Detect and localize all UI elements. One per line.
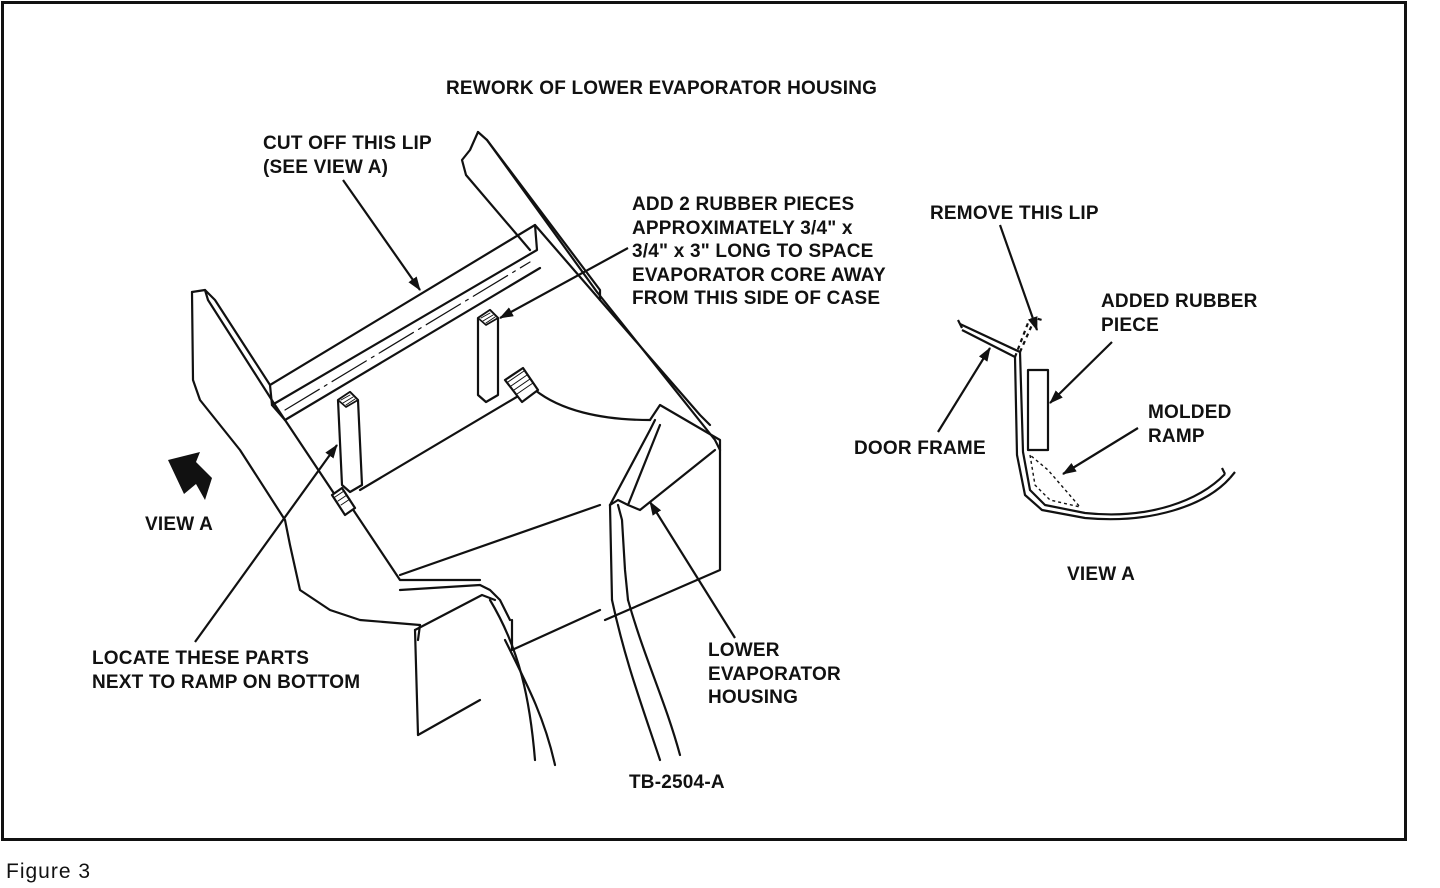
molded-ramp-label: MOLDED RAMP [1148, 402, 1232, 447]
door-frame-label: DOOR FRAME [854, 438, 986, 459]
drawing-number: TB-2504-A [629, 772, 725, 793]
add-rubber-label: ADD 2 RUBBER PIECES APPROXIMATELY 3/4" x… [632, 194, 886, 309]
remove-lip-label: REMOVE THIS LIP [930, 203, 1099, 224]
view-a-arrow-label: VIEW A [145, 514, 214, 535]
lower-housing-label: LOWER EVAPORATOR HOUSING [708, 640, 841, 708]
view-a-arrow-icon [168, 452, 212, 500]
added-rubber-label: ADDED RUBBER PIECE [1101, 291, 1258, 336]
diagram-title: REWORK OF LOWER EVAPORATOR HOUSING [446, 78, 878, 99]
leader-lines [194, 179, 1139, 643]
figure-caption: Figure 3 [6, 860, 92, 883]
cut-lip-label: CUT OFF THIS LIP (SEE VIEW A) [263, 133, 432, 178]
locate-parts-label: LOCATE THESE PARTS NEXT TO RAMP ON BOTTO… [92, 648, 361, 693]
view-a-detail [957, 316, 1236, 521]
view-a-title: VIEW A [1067, 564, 1136, 585]
figure-border [1, 1, 1407, 841]
